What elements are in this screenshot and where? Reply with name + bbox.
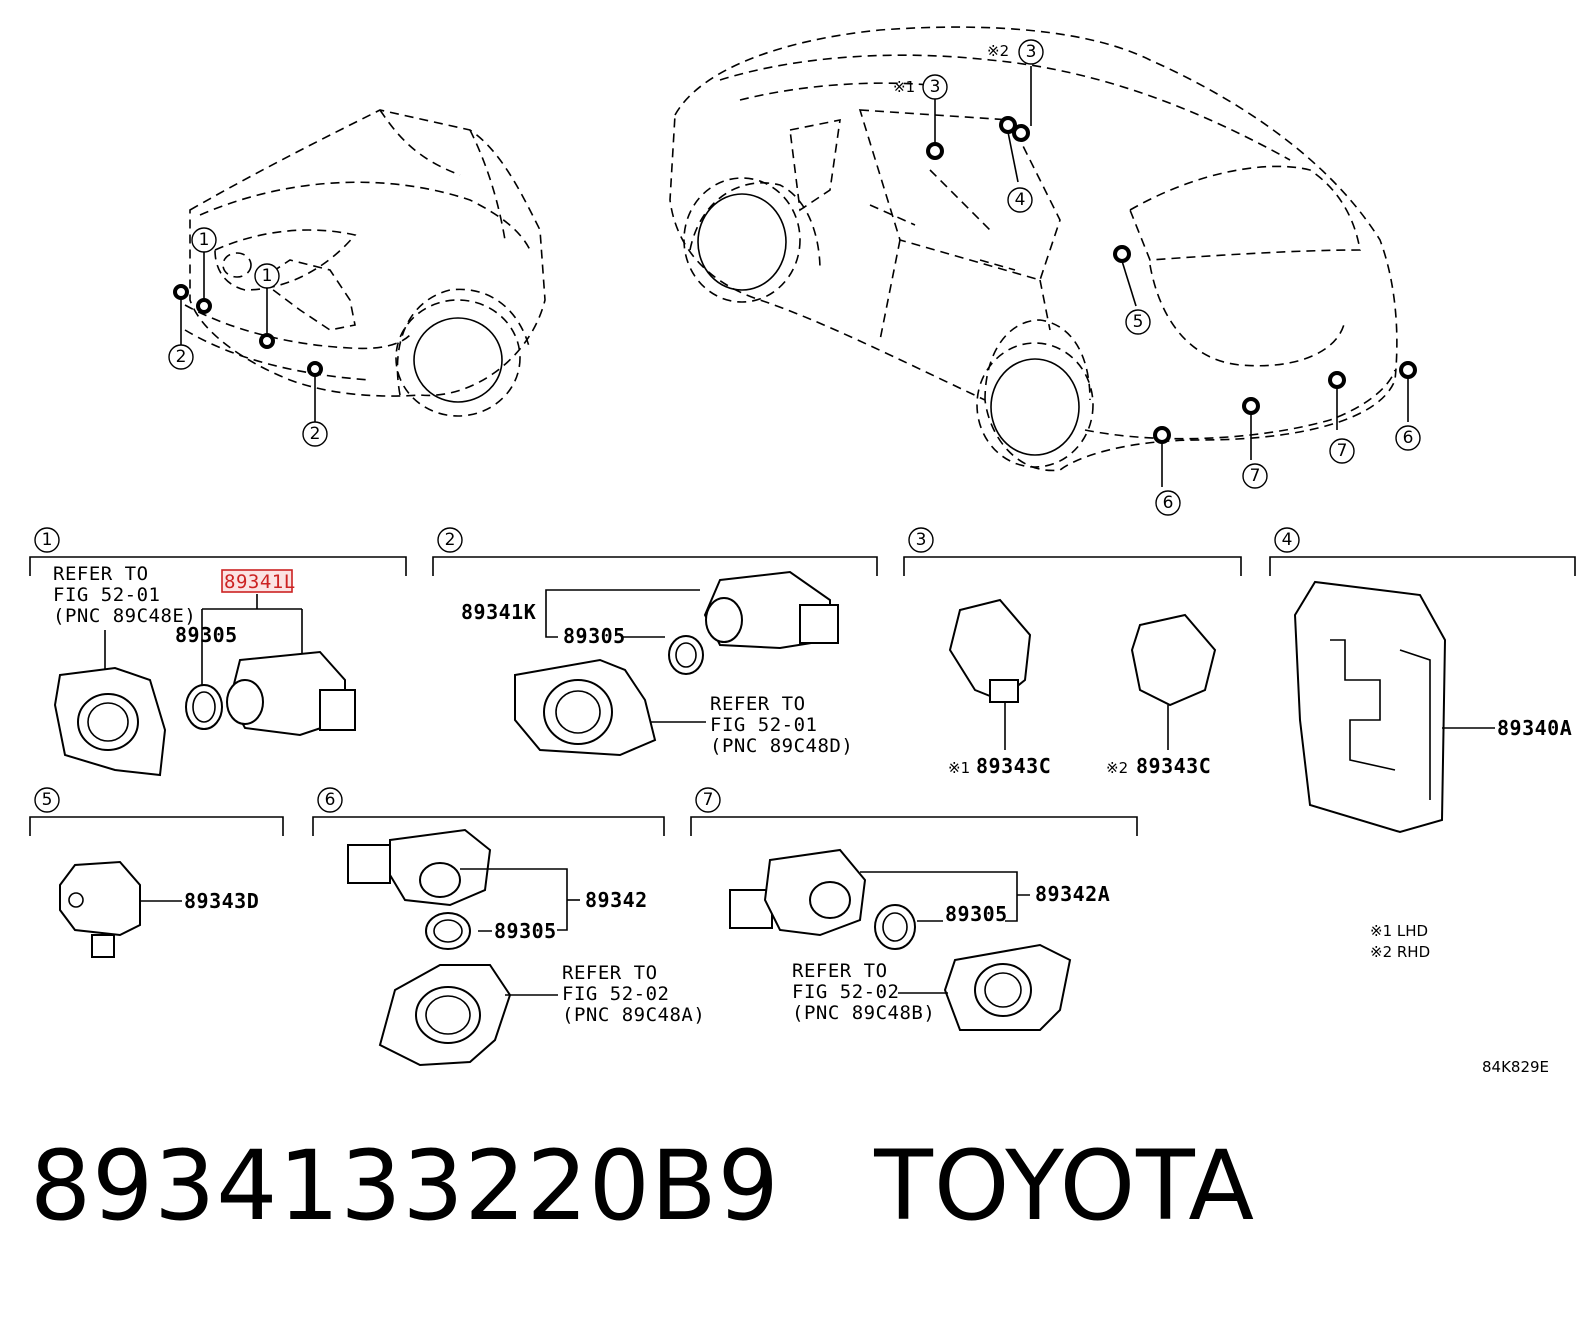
callout-2-a: 2 [176,347,187,367]
section-6-refer-line2: FIG 52-02 [562,983,669,1005]
callout-6-a: 6 [1163,493,1174,513]
section-3: 3 ※1 89343C ※2 89343C [903,527,1242,778]
mark-lhd: ※1 [948,759,970,777]
ring-part [668,635,704,675]
highlight-box [221,569,293,593]
section-2: 2 89341K 89305 REFER TO FIG 52-01 (PNC 8… [432,527,878,757]
callout-7-a: 7 [1250,466,1261,486]
sensor-part [59,860,141,937]
section-6-refer-line3: (PNC 89C48A) [562,1004,705,1026]
section-2-ring-label[interactable]: 89305 [563,624,626,648]
callout-7-b: 7 [1337,441,1348,461]
part-caption: 8934133220B9 TOYOTA [30,1130,1255,1242]
callout-2-b: 2 [310,424,321,444]
section-6-refer-line1: REFER TO [562,962,658,984]
section-1: 1 REFER TO FIG 52-01 (PNC 89C48E) 89341L… [29,527,407,777]
section-7-number: 7 [703,790,714,810]
ring-part [874,904,916,950]
mark-lhd-rear: ※1 [893,78,915,96]
section-7-ring-label[interactable]: 89305 [945,902,1008,926]
mark-rhd-rear: ※2 [987,42,1009,60]
legend: ※1 LHD ※2 RHD [1370,922,1430,961]
connector-part [347,844,391,884]
caption-brand: TOYOTA [874,1130,1256,1242]
callout-6-b: 6 [1403,428,1414,448]
section-4-number: 4 [1282,530,1293,550]
section-1-refer-line3: (PNC 89C48E) [53,605,196,627]
section-2-sensor-label[interactable]: 89341K [461,600,536,624]
section-5-number: 5 [42,790,53,810]
mark-rhd: ※2 [1106,759,1128,777]
section-1-refer-line2: FIG 52-01 [53,584,160,606]
section-6-ring-label[interactable]: 89305 [494,919,557,943]
section-2-refer-line3: (PNC 89C48D) [710,735,853,757]
section-7-refer-line2: FIG 52-02 [792,981,899,1003]
section-3-number: 3 [916,530,927,550]
section-6-number: 6 [325,790,336,810]
section-7: 7 89342A 89305 REFER TO FIG 52-02 (PNC 8… [690,787,1138,1031]
diagram-code: 84K829E [1482,1058,1549,1076]
callout-1-a: 1 [199,230,210,250]
callout-1-b: 1 [262,266,273,286]
callout-3-b: 3 [1026,42,1037,62]
ring-part [185,684,223,730]
ring-part [425,912,471,950]
caption-part-number: 8934133220B9 [30,1130,780,1242]
section-2-number: 2 [445,530,456,550]
section-3-lhd-part[interactable]: 89343C [976,754,1051,778]
rhd-switch-part [1130,613,1217,707]
control-module-part [1293,580,1447,834]
section-7-sensor-label[interactable]: 89342A [1035,882,1110,906]
section-6: 6 89342 89305 REFER TO FIG 52-02 (PNC 89… [312,787,705,1067]
front-vehicle-illustration [173,109,546,422]
section-2-refer-line2: FIG 52-01 [710,714,817,736]
section-1-highlighted-part[interactable]: 89341L [224,571,296,593]
section-5: 5 89343D [29,787,284,958]
section-6-sensor-label[interactable]: 89342 [585,888,648,912]
section-3-rhd-part[interactable]: 89343C [1136,754,1211,778]
section-7-refer-line3: (PNC 89C48B) [792,1002,935,1024]
section-1-number: 1 [42,530,53,550]
section-4-module-label[interactable]: 89340A [1497,716,1572,740]
section-7-refer-line1: REFER TO [792,960,888,982]
callout-3-a: 3 [930,77,941,97]
section-4: 4 89340A [1269,527,1576,834]
vehicle-callouts: 1 1 2 2 ※1 3 ※2 3 4 5 6 6 7 7 [168,39,1421,516]
rear-vehicle-illustration [669,26,1417,487]
callout-5: 5 [1133,312,1144,332]
section-1-refer-line1: REFER TO [53,563,149,585]
section-1-ring-label[interactable]: 89305 [175,623,238,647]
legend-lhd: ※1 LHD [1370,922,1428,940]
legend-rhd: ※2 RHD [1370,943,1430,961]
section-5-part-label[interactable]: 89343D [184,889,259,913]
section-2-refer-line1: REFER TO [710,693,806,715]
callout-4: 4 [1015,190,1026,210]
